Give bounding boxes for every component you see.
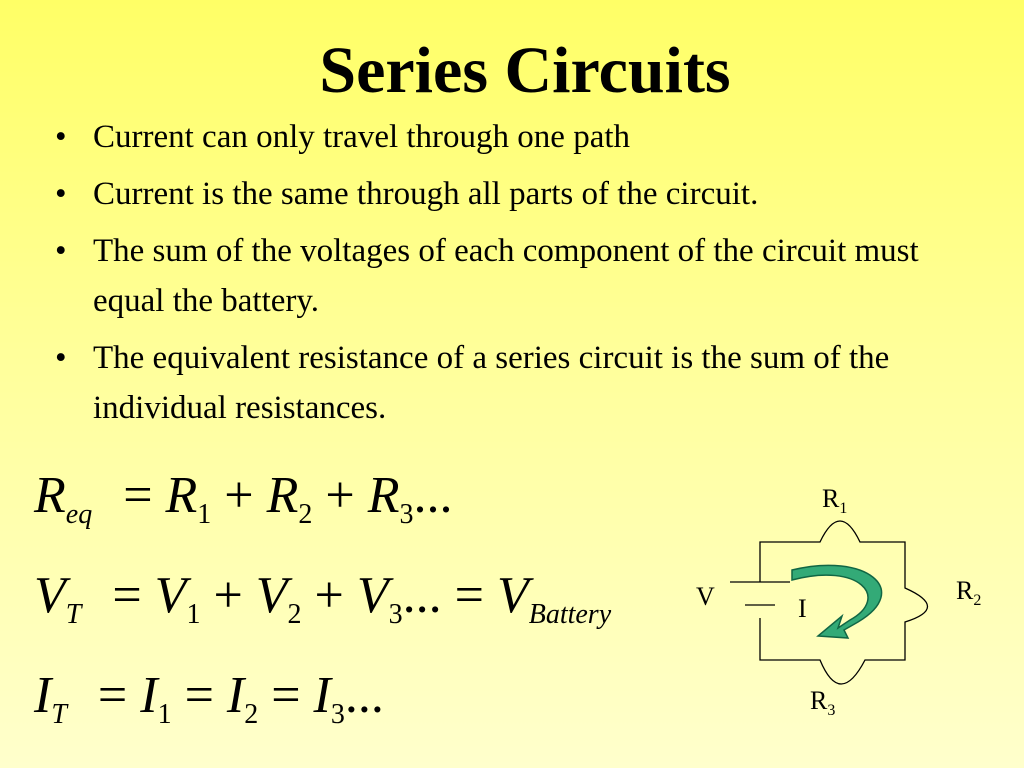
eq-operator: + xyxy=(325,467,355,524)
bullet-list: • Current can only travel through one pat… xyxy=(55,112,995,440)
resistor-r1-subscript: 1 xyxy=(839,500,848,518)
series-circuit-diagram: R1 R2 R3 V I xyxy=(690,470,1010,730)
eq-subscript: 2 xyxy=(298,499,313,531)
resistor-r3-symbol: R xyxy=(810,686,828,715)
resistor-r2-label: R2 xyxy=(956,576,981,610)
resistor-r1-symbol: R xyxy=(822,484,840,513)
eq-ellipsis: ... xyxy=(344,667,384,724)
bullet-dot: • xyxy=(55,233,67,269)
bullet-dot: • xyxy=(55,176,67,212)
resistor-r1-label: R1 xyxy=(822,484,847,518)
eq-subscript: 2 xyxy=(287,599,302,631)
total-current-equation: IT = I1 = I2 = I3... xyxy=(34,670,384,729)
eq-operator: = xyxy=(184,667,214,724)
eq-operator: = xyxy=(97,667,128,724)
eq-subscript: 3 xyxy=(330,699,345,731)
battery-voltage-label: V xyxy=(696,582,715,611)
slide-title: Series Circuits xyxy=(319,34,731,107)
current-arrow xyxy=(791,564,883,639)
eq-operator: = xyxy=(271,667,301,724)
eq-symbol: I xyxy=(140,667,158,724)
eq-symbol: I xyxy=(226,667,245,724)
bullet-text: Current is the same through all parts of… xyxy=(93,176,759,212)
eq-operator: + xyxy=(224,467,254,524)
resistor-r2-symbol: R xyxy=(956,576,974,605)
eq-subscript: T xyxy=(51,699,67,731)
bullet-dot: • xyxy=(55,119,67,155)
equivalent-resistance-equation: Req = R1 + R2 + R3... xyxy=(34,470,452,529)
eq-operator: + xyxy=(213,567,243,624)
bullet-text: The sum of the voltages of each componen… xyxy=(93,233,919,319)
eq-subscript: Battery xyxy=(528,599,612,631)
eq-ellipsis: ... xyxy=(402,567,442,624)
eq-operator: = xyxy=(112,567,142,624)
eq-symbol: R xyxy=(367,467,400,524)
bullet-item: • Current can only travel through one pat… xyxy=(55,112,995,162)
eq-symbol: I xyxy=(34,667,52,724)
eq-subscript: 1 xyxy=(186,599,201,631)
eq-symbol: R xyxy=(266,467,299,524)
bullet-item: • Current is the same through all parts o… xyxy=(55,169,995,219)
eq-subscript: T xyxy=(65,599,82,631)
eq-symbol: V xyxy=(496,567,529,624)
eq-subscript: 1 xyxy=(197,499,212,531)
bullet-dot: • xyxy=(55,340,67,376)
eq-subscript: 3 xyxy=(388,599,403,631)
eq-operator: = xyxy=(454,567,484,624)
resistor-r3-subscript: 3 xyxy=(827,702,836,720)
eq-symbol: V xyxy=(154,567,187,624)
eq-operator: = xyxy=(123,467,153,524)
bullet-item: • The sum of the voltages of each compone… xyxy=(55,226,995,326)
current-label: I xyxy=(798,594,807,623)
total-voltage-equation: VT = V1 + V2 + V3... = VBattery xyxy=(34,570,611,629)
wire-top-with-resistor-r1 xyxy=(759,520,928,685)
bullet-item: • The equivalent resistance of a series c… xyxy=(55,333,995,433)
bullet-text: The equivalent resistance of a series ci… xyxy=(93,340,890,426)
eq-subscript: eq xyxy=(65,499,93,531)
eq-ellipsis: ... xyxy=(413,467,453,524)
circuit-schematic xyxy=(730,520,928,685)
eq-symbol: V xyxy=(356,567,389,624)
eq-symbol: R xyxy=(34,467,66,524)
eq-symbol: V xyxy=(34,567,66,624)
eq-symbol: V xyxy=(255,567,288,624)
eq-symbol: R xyxy=(165,467,198,524)
eq-subscript: 2 xyxy=(244,699,259,731)
eq-operator: + xyxy=(314,567,344,624)
eq-symbol: I xyxy=(313,667,331,724)
resistor-r2-subscript: 2 xyxy=(973,592,982,610)
bullet-text: Current can only travel through one path xyxy=(93,119,631,155)
resistor-r3-label: R3 xyxy=(810,686,835,720)
eq-subscript: 3 xyxy=(399,499,414,531)
eq-subscript: 1 xyxy=(157,699,172,731)
